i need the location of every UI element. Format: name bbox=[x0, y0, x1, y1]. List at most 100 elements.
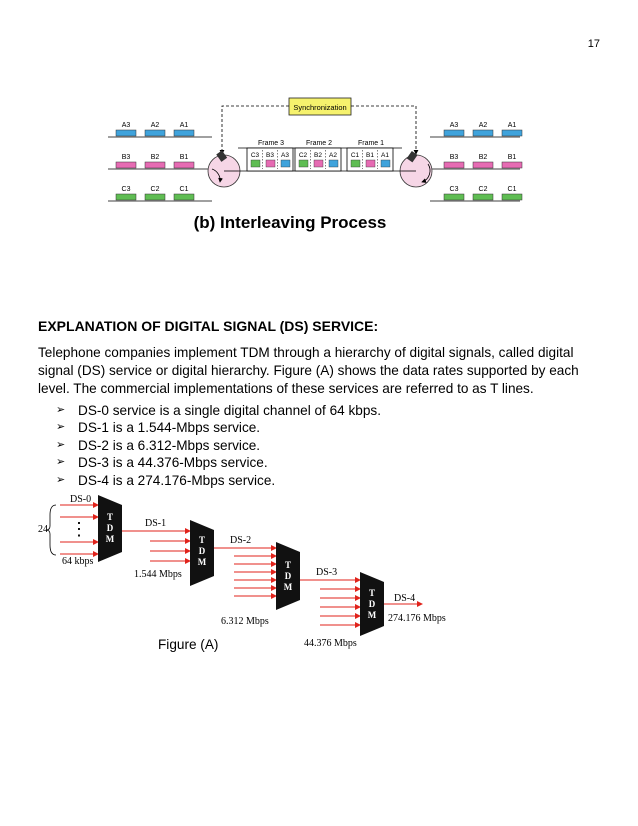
frame-unit bbox=[365, 159, 376, 168]
frame-label: Frame 3 bbox=[258, 140, 284, 147]
ds4-rate: 274.176 Mbps bbox=[388, 613, 446, 624]
ds3-label: DS-3 bbox=[316, 567, 337, 578]
unit-label: A2 bbox=[151, 122, 160, 129]
arrow-bullet-icon: ➢ bbox=[56, 421, 66, 434]
svg-text:T: T bbox=[369, 588, 375, 598]
bullet-list: ➢DS-0 service is a single digital channe… bbox=[56, 402, 381, 489]
frame-unit bbox=[350, 159, 361, 168]
unit-label: A1 bbox=[180, 122, 189, 129]
output-unit bbox=[472, 193, 494, 201]
sync-label: Synchronization bbox=[293, 103, 346, 112]
svg-text:M: M bbox=[284, 582, 293, 592]
demux-wheel bbox=[399, 151, 433, 188]
svg-text:D: D bbox=[199, 546, 206, 556]
unit-label: C2 bbox=[151, 186, 160, 193]
ds2-label: DS-2 bbox=[230, 535, 251, 546]
frame-unit bbox=[298, 159, 309, 168]
frame-unit bbox=[280, 159, 291, 168]
frame-unit-label: A1 bbox=[381, 152, 389, 159]
sync-line-left bbox=[219, 105, 289, 155]
ds0-label: DS-0 bbox=[70, 494, 91, 505]
bullet-item: ➢DS-1 is a 1.544-Mbps service. bbox=[56, 420, 261, 436]
svg-text:T: T bbox=[285, 560, 291, 570]
input-unit bbox=[173, 129, 195, 137]
ds4-label: DS-4 bbox=[394, 593, 415, 604]
unit-label: B1 bbox=[508, 154, 517, 161]
svg-text:T: T bbox=[107, 512, 113, 522]
unit-label: A3 bbox=[450, 122, 459, 129]
frame-unit-label: C2 bbox=[299, 152, 308, 159]
frame-unit-label: C3 bbox=[251, 152, 260, 159]
tdm-multiplexer-1 bbox=[98, 495, 122, 562]
unit-label: C3 bbox=[122, 186, 131, 193]
frame-label: Frame 1 bbox=[358, 140, 384, 147]
svg-text:D: D bbox=[369, 599, 376, 609]
input-unit bbox=[173, 161, 195, 169]
unit-label: C1 bbox=[508, 186, 517, 193]
ds1-label: DS-1 bbox=[145, 518, 166, 529]
mux-wheel bbox=[207, 150, 241, 188]
sync-box bbox=[288, 97, 352, 116]
ds-hierarchy-figure: DS-0 24 ⋮ 64 kbps T D M DS-1 1.544 Mbps … bbox=[38, 494, 446, 649]
bullet-item: ➢DS-2 is a 6.312-Mbps service. bbox=[56, 437, 261, 453]
svg-text:M: M bbox=[106, 534, 115, 544]
input-unit bbox=[173, 193, 195, 201]
output-unit bbox=[501, 161, 523, 169]
frame-unit bbox=[265, 159, 276, 168]
channel-count: 24 bbox=[38, 524, 48, 535]
output-unit bbox=[472, 129, 494, 137]
unit-label: C2 bbox=[479, 186, 488, 193]
ds1-rate: 1.544 Mbps bbox=[134, 569, 182, 580]
input-unit bbox=[115, 129, 137, 137]
paragraph: Telephone companies implement TDM throug… bbox=[38, 345, 579, 396]
frame-unit-label: B3 bbox=[266, 152, 274, 159]
tdm-multiplexer-3 bbox=[276, 542, 300, 610]
output-unit bbox=[501, 129, 523, 137]
frame-unit-label: B1 bbox=[366, 152, 374, 159]
interleave-caption: (b) Interleaving Process bbox=[194, 213, 387, 232]
output-unit bbox=[443, 193, 465, 201]
frame-unit bbox=[328, 159, 339, 168]
input-unit bbox=[115, 193, 137, 201]
arrow-bullet-icon: ➢ bbox=[56, 438, 66, 451]
arrow-bullet-icon: ➢ bbox=[56, 404, 66, 416]
page-number: 17 bbox=[587, 38, 600, 50]
input-unit bbox=[144, 129, 166, 137]
svg-text:M: M bbox=[368, 610, 377, 620]
svg-text:M: M bbox=[198, 557, 207, 567]
output-unit bbox=[501, 193, 523, 201]
output-unit bbox=[472, 161, 494, 169]
frame-unit-label: C1 bbox=[351, 152, 360, 159]
arrow-bullet-icon: ➢ bbox=[56, 456, 66, 469]
svg-text:D: D bbox=[107, 523, 114, 533]
frame-unit-label: A3 bbox=[281, 152, 289, 159]
tdm-multiplexer-4 bbox=[360, 572, 384, 636]
unit-label: A3 bbox=[122, 122, 131, 129]
unit-label: A2 bbox=[479, 122, 488, 129]
frame-unit bbox=[380, 159, 391, 168]
unit-label: B2 bbox=[479, 154, 488, 161]
svg-text:T: T bbox=[199, 535, 205, 545]
bullet-item: ➢DS-3 is a 44.376-Mbps service. bbox=[56, 455, 268, 471]
ds2-rate: 6.312 Mbps bbox=[221, 616, 269, 627]
output-unit bbox=[443, 129, 465, 137]
unit-label: A1 bbox=[508, 122, 517, 129]
bullet-item: ➢DS-0 service is a single digital channe… bbox=[56, 403, 381, 418]
unit-label: B3 bbox=[122, 154, 131, 161]
input-unit bbox=[144, 161, 166, 169]
output-unit bbox=[443, 161, 465, 169]
ds3-rate: 44.376 Mbps bbox=[304, 638, 357, 649]
sync-line-right bbox=[351, 105, 419, 155]
ellipsis-dots: ⋮ bbox=[70, 519, 88, 539]
frame-unit bbox=[250, 159, 261, 168]
unit-label: C3 bbox=[450, 186, 459, 193]
tdm-multiplexer-2 bbox=[190, 520, 214, 586]
section-heading: EXPLANATION OF DIGITAL SIGNAL (DS) SERVI… bbox=[38, 318, 379, 334]
unit-label: B3 bbox=[450, 154, 459, 161]
unit-label: C1 bbox=[180, 186, 189, 193]
ds0-rate: 64 kbps bbox=[62, 556, 94, 567]
arrow-bullet-icon: ➢ bbox=[56, 473, 66, 486]
frame-label: Frame 2 bbox=[306, 140, 332, 147]
